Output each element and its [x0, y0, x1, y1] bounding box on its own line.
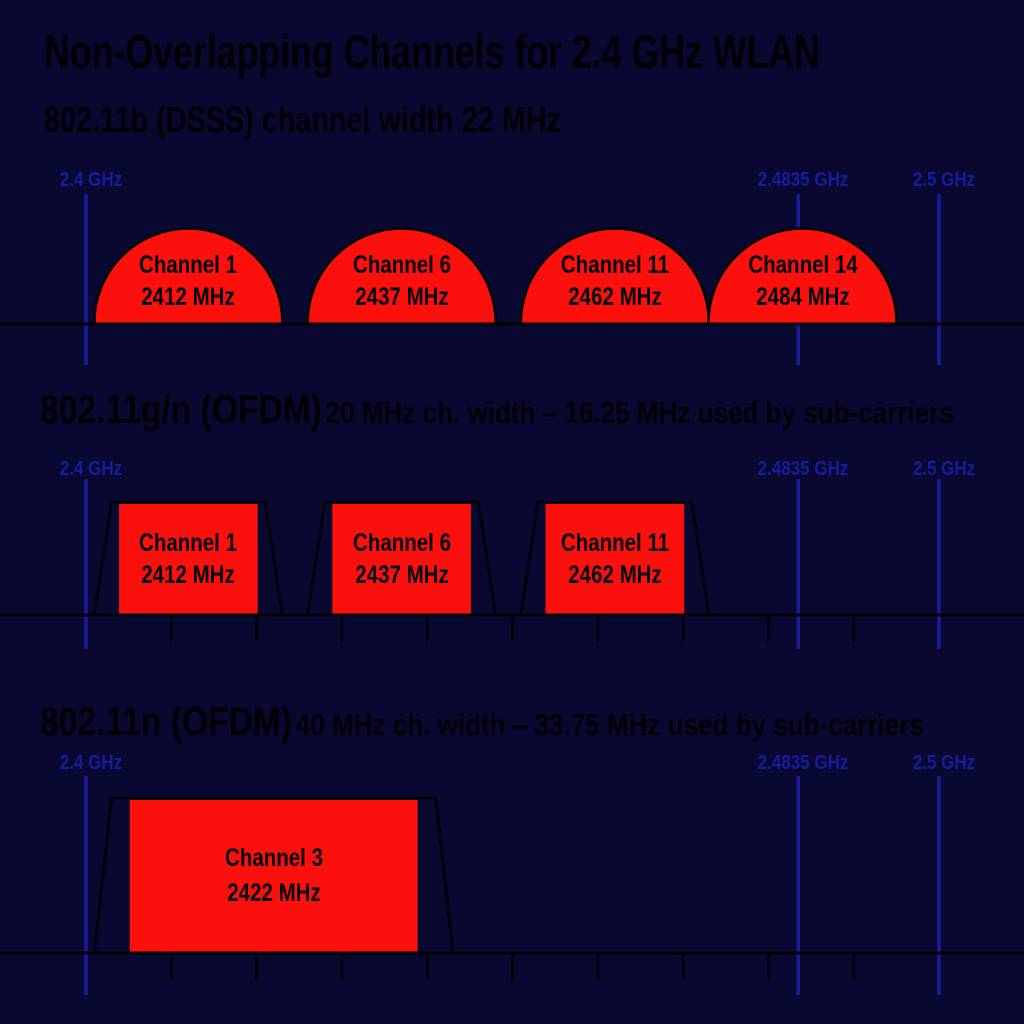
channel-subcarrier-fill	[545, 504, 685, 614]
freq-marker-label: 2.4835 GHz	[757, 458, 849, 480]
channel-frequency: 2437 MHz	[354, 561, 449, 589]
channel-subcarrier-fill	[332, 504, 471, 614]
channel-mask-outline	[306, 500, 497, 614]
freq-marker-label: 2.5 GHz	[912, 169, 976, 191]
freq-marker-label: 2.5 GHz	[912, 458, 976, 480]
channel-frequency: 2437 MHz	[354, 283, 449, 311]
section-heading-ofdm20-secondary: 20 MHz ch. width – 16.25 MHz used by sub…	[325, 395, 954, 430]
section-heading-dsss: 802.11b (DSSS) channel width 22 MHz	[44, 99, 561, 141]
section-heading-dsss-primary: 802.11b (DSSS)	[44, 99, 254, 140]
channel-subcarrier-fill	[129, 800, 418, 952]
section-heading-ofdm40: 802.11n (OFDM) 40 MHz ch. width – 33.75 …	[40, 700, 924, 745]
section-heading-ofdm20: 802.11g/n (OFDM) 20 MHz ch. width – 16.2…	[40, 388, 954, 433]
channel-frequency: 2412 MHz	[141, 283, 236, 311]
channel-shape	[707, 227, 898, 323]
freq-marker-label: 2.5 GHz	[912, 752, 976, 774]
channel-mask-outline	[93, 500, 284, 614]
channel-label: Channel 6 2437 MHz	[353, 249, 451, 313]
freq-marker-label: 2.4835 GHz	[757, 752, 849, 774]
channel-shape	[519, 227, 711, 323]
channel-name: Channel 11	[560, 529, 669, 557]
channel-name: Channel 11	[560, 251, 669, 279]
channel-name: Channel 14	[747, 251, 858, 279]
channel-shape	[306, 227, 497, 323]
channel-label: Channel 1 2412 MHz	[139, 527, 237, 591]
channel-frequency: 2462 MHz	[568, 561, 662, 589]
channel-label: Channel 11 2462 MHz	[561, 527, 669, 591]
channel-frequency: 2422 MHz	[226, 879, 321, 907]
channel-name: Channel 6	[352, 251, 451, 279]
channel-frequency: 2484 MHz	[755, 283, 850, 311]
channel-name: Channel 6	[352, 529, 451, 557]
section-heading-dsss-secondary: channel width 22 MHz	[261, 99, 561, 140]
freq-marker-label: 2.4835 GHz	[757, 169, 849, 191]
channel-label: Channel 11 2462 MHz	[561, 249, 669, 313]
channel-label: Channel 14 2484 MHz	[748, 249, 857, 313]
channel-label: Channel 1 2412 MHz	[139, 249, 237, 313]
freq-marker-label: 2.4 GHz	[59, 458, 123, 480]
channel-frequency: 2412 MHz	[141, 561, 236, 589]
freq-marker-label: 2.4 GHz	[59, 169, 123, 191]
section-heading-ofdm20-primary: 802.11g/n (OFDM)	[40, 388, 322, 432]
channel-label: Channel 6 2437 MHz	[353, 527, 451, 591]
channel-subcarrier-fill	[119, 504, 258, 614]
channel-name: Channel 1	[139, 529, 238, 557]
channel-shape	[93, 227, 284, 323]
channel-frequency: 2462 MHz	[568, 283, 662, 311]
diagram-title: Non-Overlapping Channels for 2.4 GHz WLA…	[44, 25, 820, 78]
section-heading-ofdm40-primary: 802.11n (OFDM)	[40, 700, 293, 744]
channel-mask-outline	[93, 796, 455, 952]
freq-marker-label: 2.4 GHz	[59, 752, 123, 774]
channel-mask-outline	[519, 500, 710, 614]
section-heading-ofdm40-secondary: 40 MHz ch. width – 33.75 MHz used by sub…	[295, 707, 924, 742]
channel-name: Channel 3	[224, 844, 323, 872]
channel-name: Channel 1	[139, 251, 238, 279]
channel-label: Channel 3 2422 MHz	[225, 841, 323, 911]
